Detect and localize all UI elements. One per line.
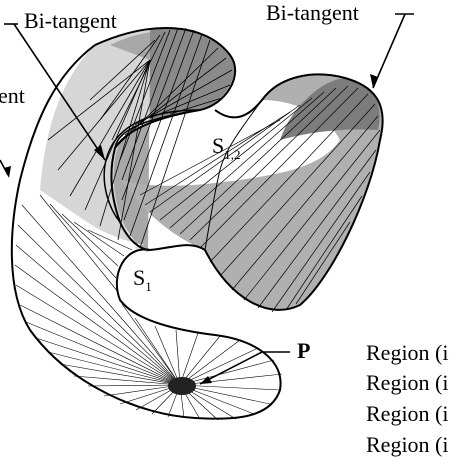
arrow-bitangent-left-line xyxy=(13,23,106,161)
arrow-bitangent-left-head xyxy=(94,145,105,160)
region-medium-right xyxy=(120,74,383,310)
shape-boundary xyxy=(94,27,384,311)
arrows xyxy=(0,13,414,385)
label-point-p: P xyxy=(297,338,310,363)
legend-item-4: Region (i xyxy=(366,432,449,457)
arrow-left-partial-head xyxy=(4,166,11,178)
label-bitangent-right: Bi-tangent xyxy=(266,0,359,25)
label-s12: S1,2 xyxy=(212,133,241,162)
legend-item-2: Region (i xyxy=(366,370,449,395)
region-dark-top xyxy=(150,28,235,120)
arrow-p-head xyxy=(200,376,212,384)
legend: Region (i Region (i Region (i Region (i xyxy=(366,340,449,457)
arrow-bitangent-right-line xyxy=(372,13,406,89)
cusp-top-boundary xyxy=(103,109,201,223)
label-partial-left: ent xyxy=(0,83,25,108)
label-s1-sub: 1 xyxy=(145,279,152,294)
label-s12-main: S xyxy=(212,133,224,158)
label-s12-sub: 1,2 xyxy=(224,147,240,162)
label-s1: S1 xyxy=(133,265,152,294)
label-bitangent-left: Bi-tangent xyxy=(24,8,117,33)
fan-lines-right xyxy=(139,85,381,313)
point-p-cluster xyxy=(168,377,196,395)
fan-lines-lower xyxy=(14,194,283,421)
region-dark-right xyxy=(280,78,380,140)
legend-item-3: Region (i xyxy=(366,401,449,426)
shape-boundary-lower xyxy=(10,44,282,420)
arrow-p-line xyxy=(199,351,290,385)
cusp-s12-boundary xyxy=(204,99,263,251)
region-white-lower xyxy=(11,180,281,419)
legend-item-1: Region (i xyxy=(366,340,449,365)
label-s1-main: S xyxy=(133,265,145,290)
arrow-bitangent-right-head xyxy=(370,74,378,88)
arrow-heads xyxy=(4,74,378,384)
